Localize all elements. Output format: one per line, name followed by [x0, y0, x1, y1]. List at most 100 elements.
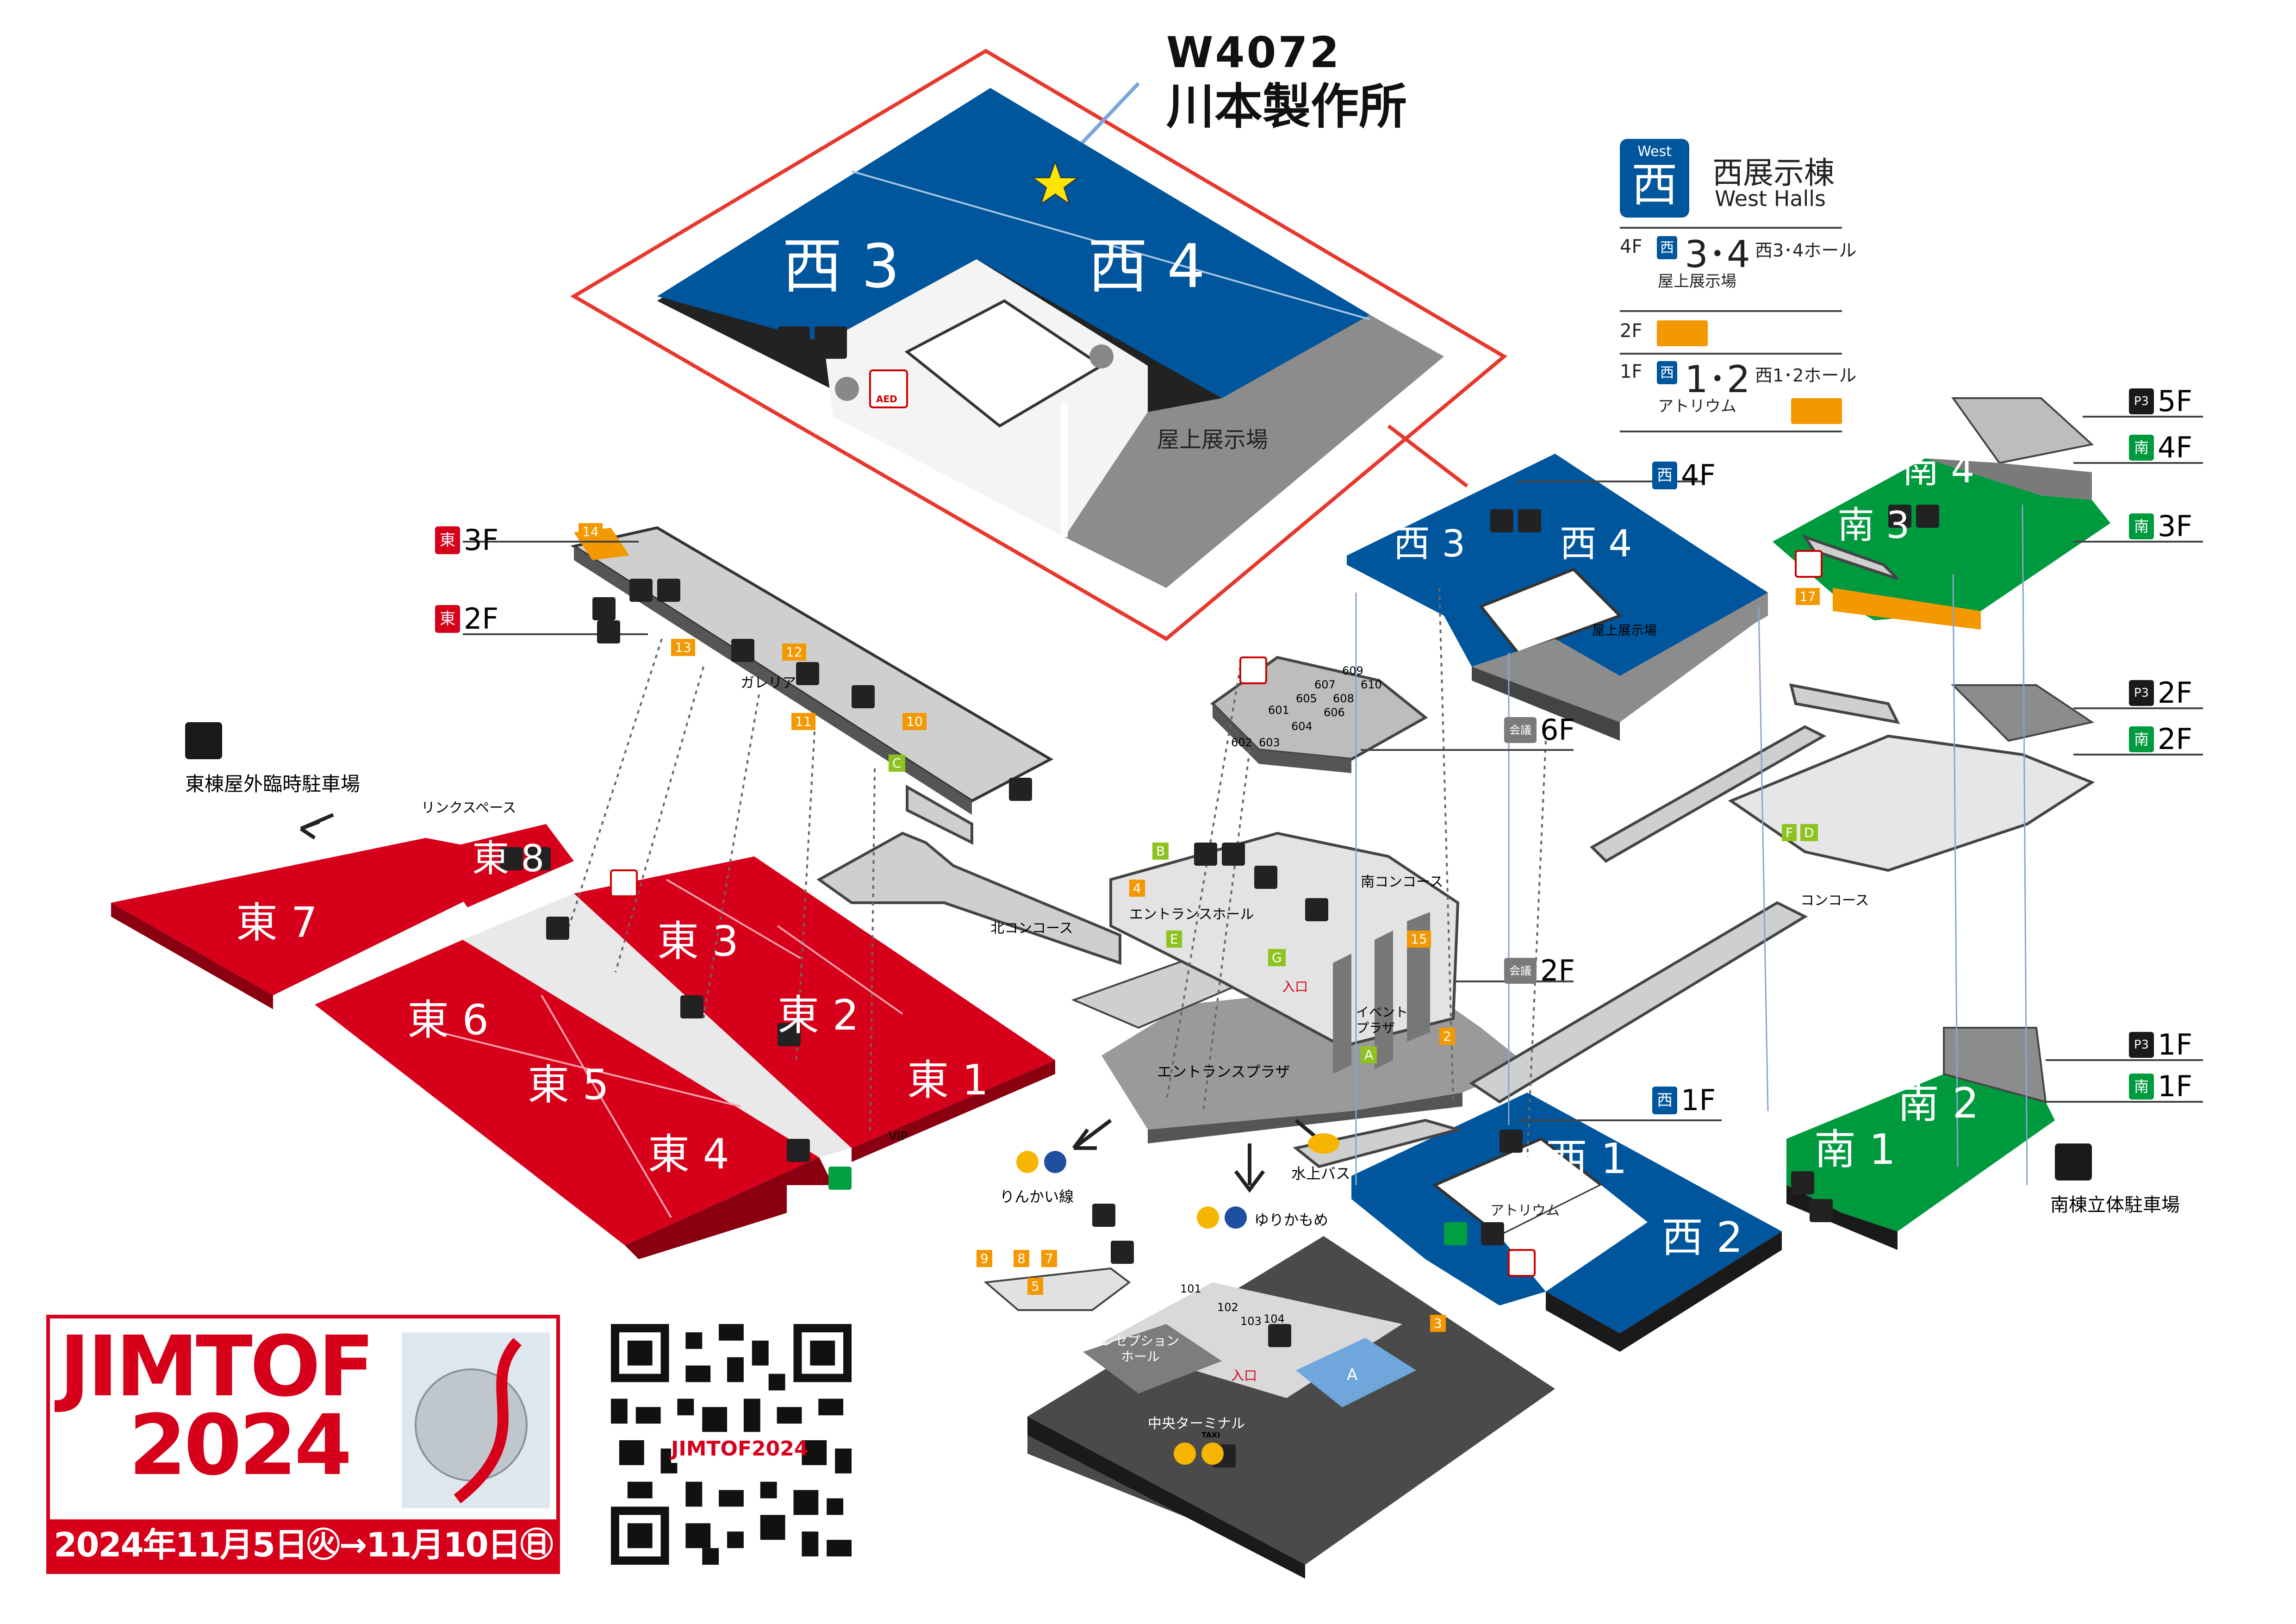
label-entrance-upper: 入口	[1282, 979, 1308, 994]
room-603: 603	[1259, 736, 1280, 749]
hall-west-1: 西 1	[1546, 1135, 1627, 1183]
legend-4f: 4F 西 3･4 西3･4ホール 屋上展示場	[1620, 233, 1857, 291]
label-reception-hall: レセプション ホール	[1101, 1333, 1180, 1364]
gate-g: G	[1268, 949, 1286, 966]
vertical-connectors	[568, 587, 1547, 1158]
west-zoom-frame	[570, 49, 1507, 641]
logo-line2: 2024	[129, 1397, 352, 1494]
south-mid-level	[1728, 684, 2095, 872]
legend-2f: 2F	[1620, 320, 1837, 353]
zoom-hall-west3: 西 3	[782, 231, 900, 301]
label-rooftop-small: 屋上展示場	[1592, 623, 1657, 638]
label-vip: VIP	[889, 1130, 908, 1143]
restaurant-8: 8	[1014, 1250, 1029, 1267]
south-parking-icon	[2055, 1143, 2092, 1181]
label-yurikamome: ゆりかもめ	[1254, 1211, 1329, 1229]
conference-6f-marker: 会議 6F	[1504, 713, 1575, 747]
central-terminal	[1027, 1236, 1555, 1579]
south-2f-marker: 南 2F	[2129, 722, 2192, 756]
restaurant-14: 14	[579, 523, 603, 540]
room-101: 101	[1180, 1282, 1201, 1295]
hall-east-2: 東 2	[778, 991, 859, 1040]
south-1f-marker: 南 1F	[2129, 1069, 2192, 1103]
label-north-concourse: 北コンコース	[990, 920, 1073, 937]
restaurant-2: 2	[1439, 1028, 1455, 1045]
logo-dates: 2024年11月5日㊋→11月10日㊐	[50, 1519, 556, 1570]
label-event-plaza: イベント プラザ	[1356, 1005, 1408, 1036]
room-604: 604	[1291, 720, 1313, 733]
east-2f-marker: 東 2F	[435, 602, 498, 636]
walkways	[1293, 534, 1900, 1168]
rinkai-line-icon	[1016, 1151, 1039, 1173]
room-104: 104	[1263, 1312, 1285, 1325]
water-bus-icon	[1308, 1133, 1339, 1154]
yurikamome-u-icon	[1225, 1206, 1247, 1229]
hall-south-4: 南 4	[1902, 448, 1975, 491]
room-102: 102	[1217, 1301, 1238, 1314]
label-hall-a: A	[1347, 1366, 1358, 1384]
hall-east-1: 東 1	[907, 1056, 989, 1105]
label-entrance-hall: エントランスホール	[1129, 906, 1254, 923]
west-1f-marker: 西 1F	[1652, 1083, 1716, 1117]
room-606: 606	[1324, 706, 1345, 719]
zoom-hall-west4: 西 4	[1088, 231, 1206, 301]
south-4f-marker: 南 4F	[2129, 431, 2192, 464]
label-galleria: ガレリア	[740, 675, 796, 691]
hall-south-2: 南 2	[1898, 1079, 1979, 1128]
label-atrium: アトリウム	[1490, 1203, 1560, 1219]
room-608: 608	[1333, 692, 1354, 705]
zoom-aed-label: AED	[876, 394, 897, 405]
restaurant-15: 15	[1407, 931, 1431, 948]
east-parking-icon	[185, 722, 222, 759]
hall-west-2: 西 2	[1661, 1213, 1743, 1262]
west-zoom-detail	[657, 88, 1444, 588]
restaurant-icon	[1657, 320, 1708, 346]
yurikamome-icon	[1197, 1206, 1219, 1229]
label-concourse: コンコース	[1800, 893, 1869, 909]
hall-south-1: 南 1	[1814, 1125, 1896, 1174]
hall-east-6: 東 6	[407, 996, 489, 1044]
p3-5f-marker: P3 5F	[2129, 384, 2192, 418]
restaurant-7: 7	[1041, 1250, 1057, 1267]
floor-leader-lines	[463, 416, 2203, 1121]
north-concourse	[816, 831, 1121, 965]
jimtof-logo: JIMTOF 2024 2024年11月5日㊋→11月10日㊐	[46, 1315, 560, 1574]
label-south-concourse: 南コンコース	[1361, 874, 1444, 890]
label-south-parking: 南棟立体駐車場	[2050, 1194, 2180, 1216]
rinkai-r-icon	[1044, 1151, 1066, 1173]
west-4f-marker: 西 4F	[1652, 458, 1716, 492]
gate-e: E	[1166, 931, 1182, 948]
hall-east-8: 東 8	[472, 837, 545, 880]
company-name: 川本製作所	[1166, 78, 1407, 135]
room-610: 610	[1361, 678, 1382, 691]
west-lower-halls	[1351, 1093, 1782, 1352]
p3-1f-marker: P3 1F	[2129, 1028, 2192, 1062]
room-103: 103	[1240, 1315, 1262, 1328]
restaurant-17: 17	[1796, 588, 1820, 605]
qr-label: JIMTOF2024	[671, 1435, 808, 1463]
west-upper-halls	[1347, 454, 1768, 741]
restaurant-5: 5	[1027, 1278, 1043, 1295]
aed-icons	[610, 550, 1823, 1277]
hall-west-3: 西 3	[1393, 522, 1466, 565]
facility-icons	[500, 505, 1939, 1468]
restaurant-9: 9	[977, 1250, 992, 1267]
east-3f-marker: 東 3F	[435, 523, 498, 557]
gate-f: F	[1782, 824, 1797, 841]
label-taxi: TAXI	[1201, 1430, 1220, 1439]
restaurant-13: 13	[671, 639, 695, 656]
gate-a: A	[1361, 1046, 1377, 1063]
hall-east-4: 東 4	[648, 1130, 729, 1179]
restaurant-block	[983, 1267, 1131, 1311]
label-water-bus: 水上バス	[1291, 1165, 1351, 1182]
hall-east-5: 東 5	[528, 1061, 609, 1109]
hall-west-4: 西 4	[1560, 522, 1632, 565]
label-link-space: リンクスペース	[421, 800, 516, 816]
restaurant-11: 11	[791, 713, 815, 730]
logo-line1: JIMTOF	[59, 1318, 375, 1415]
room-601: 601	[1268, 704, 1289, 717]
booth-callout: W4072 川本製作所	[1166, 28, 1407, 135]
room-607: 607	[1314, 678, 1336, 691]
gate-b: B	[1152, 843, 1169, 860]
